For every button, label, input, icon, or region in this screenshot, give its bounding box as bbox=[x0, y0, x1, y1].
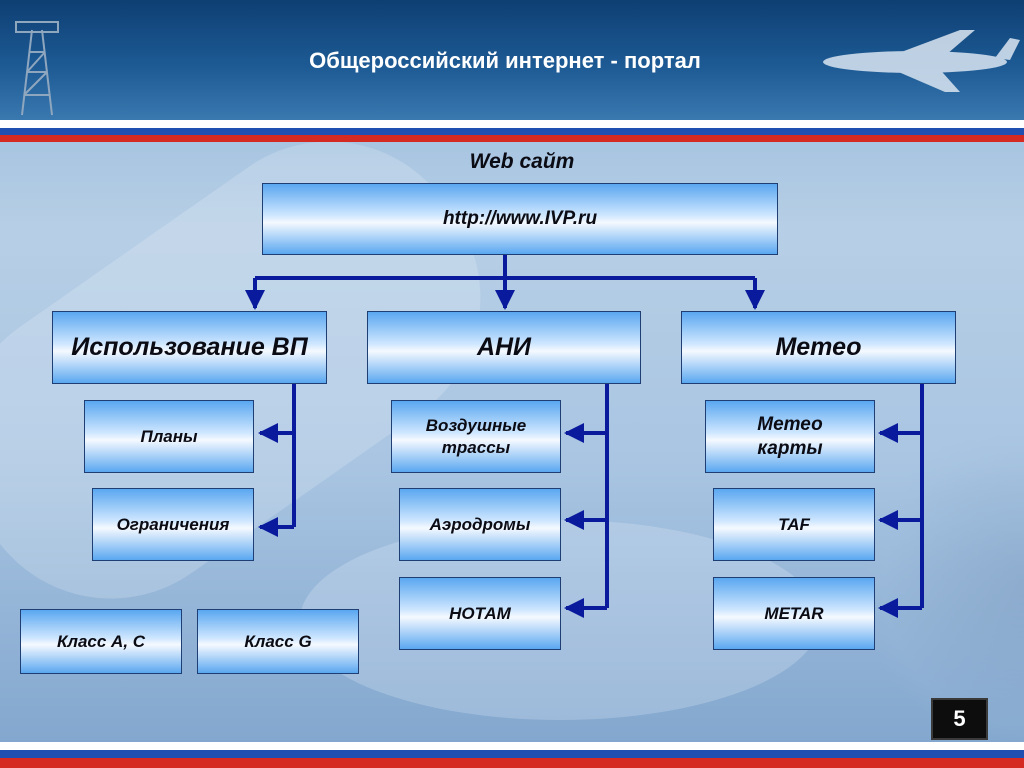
top-stripe-white bbox=[0, 120, 1024, 128]
section-title: АНИ bbox=[476, 332, 532, 361]
page-number-box: 5 bbox=[931, 698, 988, 740]
item-label: Метео карты bbox=[757, 413, 823, 459]
top-stripe-red bbox=[0, 135, 1024, 142]
item-label: Воздушные трассы bbox=[425, 416, 527, 457]
top-stripe-blue bbox=[0, 128, 1024, 135]
item-box-restrictions[interactable]: Ограничения bbox=[92, 488, 254, 561]
section-title: Метео bbox=[775, 332, 862, 361]
header-decoration bbox=[15, 21, 1020, 116]
item-label: TAF bbox=[778, 514, 810, 534]
item-box-plans[interactable]: Планы bbox=[84, 400, 254, 473]
section-box-meteo[interactable]: Метео bbox=[681, 311, 956, 384]
item-label: Ограничения bbox=[116, 514, 230, 534]
item-box-metar[interactable]: METAR bbox=[713, 577, 875, 650]
item-box-notam[interactable]: НОТАМ bbox=[399, 577, 561, 650]
class-box-g[interactable]: Класс G bbox=[197, 609, 359, 674]
item-label: Планы bbox=[140, 426, 198, 446]
section-box-airspace-use[interactable]: Использование ВП bbox=[52, 311, 327, 384]
site-url-box[interactable]: http://www.IVP.ru bbox=[262, 183, 778, 255]
item-label: METAR bbox=[764, 603, 824, 623]
tower-icon bbox=[15, 21, 59, 116]
bottom-stripe-blue bbox=[0, 750, 1024, 758]
site-url-text: http://www.IVP.ru bbox=[442, 208, 598, 230]
item-box-taf[interactable]: TAF bbox=[713, 488, 875, 561]
class-label: Класс А, С bbox=[56, 631, 146, 651]
item-box-aerodromes[interactable]: Аэродромы bbox=[399, 488, 561, 561]
class-box-a-c[interactable]: Класс А, С bbox=[20, 609, 182, 674]
page-title: Общероссийский интернет - портал bbox=[309, 48, 701, 73]
item-box-air-routes[interactable]: Воздушные трассы bbox=[391, 400, 561, 473]
header-banner: Общероссийский интернет - портал bbox=[0, 0, 1024, 120]
item-box-meteo-maps[interactable]: Метео карты bbox=[705, 400, 875, 473]
section-box-ani[interactable]: АНИ bbox=[367, 311, 641, 384]
bottom-stripe-red bbox=[0, 758, 1024, 768]
class-label: Класс G bbox=[244, 631, 312, 651]
site-label: Web сайт bbox=[469, 150, 575, 173]
item-label: НОТАМ bbox=[449, 603, 511, 623]
page-number: 5 bbox=[953, 706, 966, 731]
item-label: Аэродромы bbox=[429, 514, 531, 534]
section-title: Использование ВП bbox=[71, 332, 308, 361]
bottom-stripe-white bbox=[0, 742, 1024, 750]
airplane-icon bbox=[823, 30, 1020, 92]
